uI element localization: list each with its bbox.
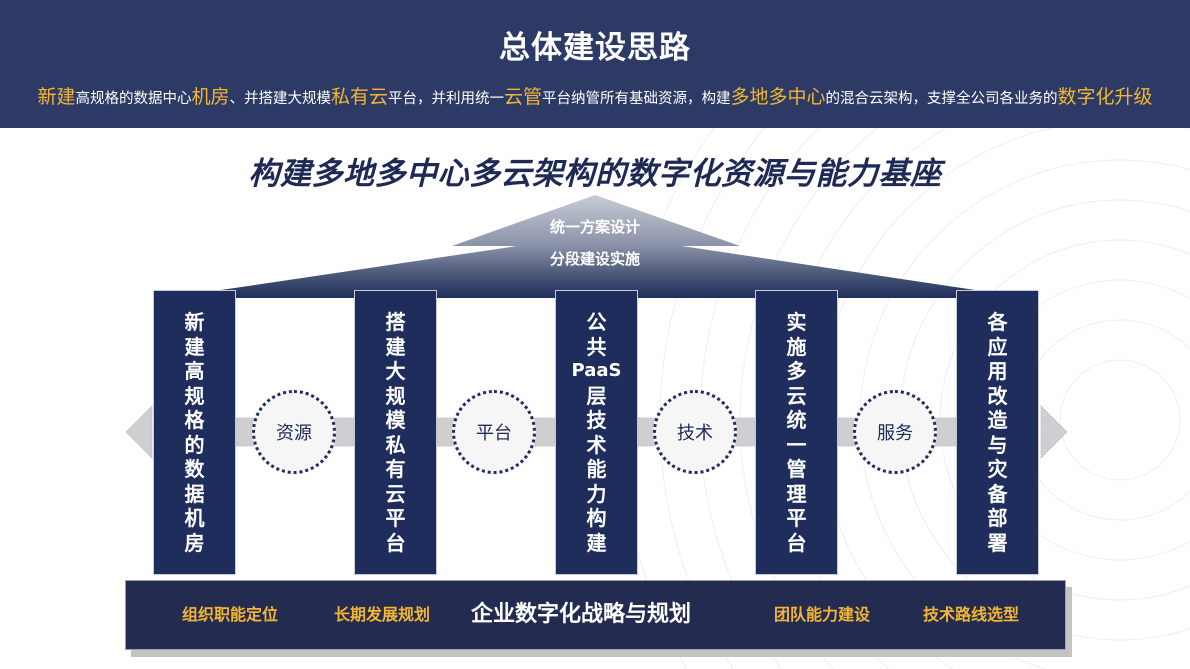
pillar-char: 机: [184, 506, 205, 530]
pillar-char: 灾: [987, 457, 1008, 481]
pillar-char: 新: [184, 310, 205, 334]
header-title: 总体建设思路: [499, 30, 691, 66]
base-item-org-positioning: 组织职能定位: [182, 605, 279, 624]
pillar-data-center: 新 建 高 规 格 的 数 据 机 房: [153, 290, 236, 575]
pillar-char: 部: [987, 506, 1008, 530]
subtitle-segment: 新建: [37, 86, 76, 108]
pillar-char: 房: [184, 530, 205, 555]
base-item-tech-roadmap: 技术路线选型: [923, 605, 1020, 624]
pillar-char: 多: [786, 359, 807, 383]
pillar-char: 模: [385, 408, 406, 432]
pillar-char: 各: [987, 310, 1008, 334]
pillar-char: 台: [385, 530, 406, 555]
base-item-long-term-planning: 长期发展规划: [334, 605, 431, 624]
connector-service: 服务: [853, 390, 937, 474]
subtitle-segment: 、并搭建大规模: [229, 91, 331, 107]
pillar-char: 平: [385, 506, 406, 530]
pillar-char: 规: [184, 383, 205, 408]
pillar-char: 一: [786, 432, 807, 457]
subtitle-segment: 云管: [504, 86, 543, 108]
subtitle-segment: 私有云: [330, 86, 388, 108]
pillar-char: 署: [987, 530, 1008, 555]
pillar-char: 力: [586, 481, 607, 506]
pillar-char: 云: [385, 481, 406, 506]
pillar-char: 能: [586, 457, 607, 481]
connector-platform: 平台: [452, 390, 536, 474]
pillar-char: 的: [184, 432, 205, 457]
roof-line-2: 分段建设实施: [549, 250, 640, 268]
pillar-char: 搭: [385, 310, 406, 334]
pillar-char: 建: [586, 530, 607, 555]
pillar-char: 与: [987, 432, 1008, 457]
subtitle-segment: 高规格的数据中心: [75, 91, 192, 107]
pillar-char: 层: [586, 383, 607, 408]
subtitle-segment: 平台，并利用统一: [388, 91, 504, 107]
base-center-title: 企业数字化战略与规划: [471, 602, 692, 627]
pillar-char: 有: [385, 457, 406, 481]
pillar-char: 用: [987, 359, 1008, 383]
pillar-private-cloud: 搭 建 大 规 模 私 有 云 平 台: [354, 290, 437, 575]
pillar-char: 数: [184, 457, 205, 481]
pillar-char: 台: [786, 530, 807, 555]
pillar-paas: 公 共 PaaS 层 技 术 能 力 构 建: [555, 290, 638, 575]
pillar-char: 造: [987, 408, 1008, 432]
header-subtitle: 新建高规格的数据中心机房、并搭建大规模私有云平台，并利用统一云管平台纳管所有基础…: [0, 82, 1190, 109]
pillar-char: 规: [385, 383, 406, 408]
subtitle-segment: 的混合云架构，支撑全公司各业务的: [825, 91, 1058, 107]
pillar-char: 格: [184, 408, 205, 432]
pillar-char: 平: [786, 506, 807, 530]
pillar-char: 据: [184, 481, 205, 506]
pillar-char: 大: [385, 359, 406, 383]
subtitle-segment: 平台纳管所有基础资源，构建: [542, 91, 731, 107]
pillar-char: 共: [586, 334, 607, 359]
pillar-char: 统: [786, 408, 807, 432]
subtitle-segment: 多地多中心: [730, 86, 826, 108]
pillar-char: 构: [586, 506, 607, 530]
connector-technology: 技术: [653, 390, 737, 474]
pillar-char: 理: [786, 481, 807, 506]
base-item-team-capability: 团队能力建设: [774, 605, 871, 624]
pillar-char: 建: [184, 334, 205, 359]
main-title: 构建多地多中心多云架构的数字化资源与能力基座: [248, 156, 942, 192]
subtitle-segment: 机房: [191, 86, 230, 108]
pillar-char: 施: [786, 334, 807, 359]
pillar-char: 备: [987, 481, 1008, 506]
pillar-char: 应: [987, 334, 1008, 359]
pillar-char: 管: [786, 457, 807, 481]
header-band: 总体建设思路 新建高规格的数据中心机房、并搭建大规模私有云平台，并利用统一云管平…: [0, 0, 1190, 128]
pillar-char: 云: [786, 383, 807, 408]
pillar-char: 公: [586, 310, 607, 334]
pillar-char: 技: [586, 408, 607, 432]
pillar-char: 建: [385, 334, 406, 359]
pillar-char: 高: [184, 359, 205, 383]
roof-line-1: 统一方案设计: [549, 218, 640, 236]
subtitle-segment: 数字化升级: [1057, 86, 1153, 108]
pillar-char: 改: [987, 383, 1008, 408]
pillar-char: 私: [385, 432, 406, 457]
base-foundation: 组织职能定位 长期发展规划 企业数字化战略与规划 团队能力建设 技术路线选型: [125, 580, 1066, 650]
pillar-char: PaaS: [571, 360, 622, 381]
pillar-multicloud-management: 实 施 多 云 统 一 管 理 平 台: [755, 290, 838, 575]
connector-resource: 资源: [252, 390, 336, 474]
pillar-char: 实: [786, 310, 807, 334]
pillar-app-disaster-recovery: 各 应 用 改 造 与 灾 备 部 署: [956, 290, 1039, 575]
pillar-char: 术: [586, 432, 607, 457]
